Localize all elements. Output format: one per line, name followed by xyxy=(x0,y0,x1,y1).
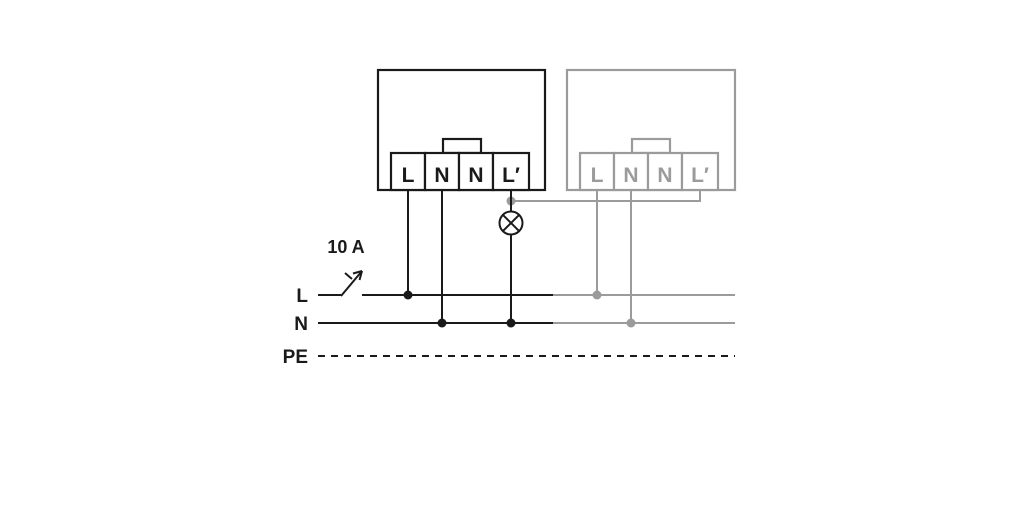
active-terminal-N2: N xyxy=(457,151,495,192)
active-device: L N N L′ xyxy=(376,68,547,192)
breaker-arrow-barb xyxy=(358,270,363,281)
terminal-label: L xyxy=(591,164,604,187)
bus-label-N: N xyxy=(294,314,308,335)
terminal-box xyxy=(646,151,684,192)
active-terminal-L: L xyxy=(389,151,427,192)
active-device-tab xyxy=(441,137,483,155)
terminal-box xyxy=(491,151,531,192)
terminal-box xyxy=(612,151,650,192)
bus-label-PE: PE xyxy=(283,347,308,368)
terminal-label: L′ xyxy=(691,164,709,187)
bus-line-N: N xyxy=(294,314,553,335)
terminal-label: N xyxy=(434,164,449,187)
inactive-terminal-Lprime: L′ xyxy=(680,151,720,192)
terminal-label: L′ xyxy=(502,164,520,187)
inactive-terminal-N1: N xyxy=(612,151,650,192)
inactive-terminal-N2: N xyxy=(646,151,684,192)
terminal-label: N xyxy=(623,164,638,187)
terminal-label: L xyxy=(402,164,415,187)
inactive-device-tab xyxy=(630,137,672,155)
inactive-wiring xyxy=(506,190,735,328)
active-terminal-N1: N xyxy=(423,151,461,192)
active-wiring xyxy=(403,190,516,328)
breaker-rating-label: 10 A xyxy=(327,237,364,257)
breaker-actuator-tick xyxy=(344,272,353,280)
inactive-device: L N N L′ xyxy=(565,68,737,192)
breaker-arrow-barb xyxy=(352,270,363,275)
inactive-terminal-L: L xyxy=(578,151,616,192)
lamp-cross-stroke xyxy=(502,214,520,232)
terminal-label: N xyxy=(468,164,483,187)
bus-line-L: L xyxy=(296,286,553,307)
circuit-breaker-icon: 10 A xyxy=(327,237,365,297)
terminal-label: N xyxy=(657,164,672,187)
bus-line-PE: PE xyxy=(283,347,735,368)
wire-inactive-Lprime xyxy=(511,190,701,202)
active-terminal-Lprime: L′ xyxy=(491,151,531,192)
breaker-switch-arm xyxy=(340,270,363,297)
lamp-icon xyxy=(498,210,524,236)
bus-label-L: L xyxy=(296,286,308,307)
